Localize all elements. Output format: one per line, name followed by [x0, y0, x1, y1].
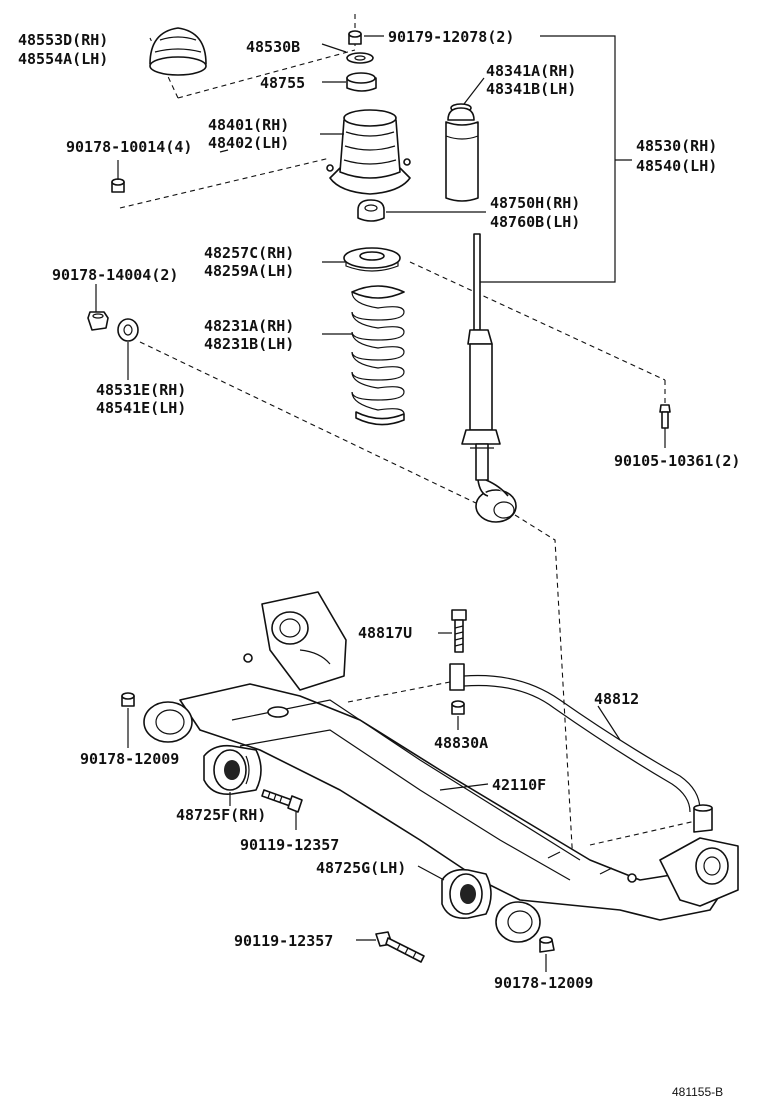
figure-code: 481155-B — [672, 1085, 723, 1099]
label-shock-assy-rh: 48530(RH) — [636, 137, 717, 155]
beam-nut-right — [539, 936, 555, 953]
label-beam-nut-left: 90178-12009 — [80, 750, 179, 768]
mount-nut — [111, 178, 125, 193]
label-bolt-shock: 90105-10361(2) — [614, 452, 740, 470]
label-bolt-bushing-1: 90119-12357 — [240, 836, 339, 854]
bound-stopper — [445, 103, 479, 202]
label-bound-stopper-rh: 48341A(RH) — [486, 62, 576, 80]
label-nut-stabilizer: 48830A — [434, 734, 488, 752]
label-support-assy: 48530B — [246, 38, 300, 56]
cushion — [357, 199, 385, 222]
bushing-lh — [441, 868, 492, 920]
label-bolt-bushing-2: 90119-12357 — [234, 932, 333, 950]
stabilizer-bar — [449, 663, 713, 833]
label-coil-spring-rh: 48231A(RH) — [204, 317, 294, 335]
label-bushing-lh: 48725G(LH) — [316, 859, 406, 877]
upper-spring-seat — [326, 109, 411, 195]
leader-lines — [95, 35, 621, 972]
label-spring-seat-rh: 48401(RH) — [208, 116, 289, 134]
part-labels: 48553D(RH) 48554A(LH) 48530B 90179-12078… — [18, 28, 740, 1099]
upper-nut — [348, 30, 362, 45]
label-beam-nut-right: 90178-12009 — [494, 974, 593, 992]
label-insulator-rh: 48257C(RH) — [204, 244, 294, 262]
shock-lower-bolt — [659, 404, 671, 448]
label-bump-stop-cap-lh: 48554A(LH) — [18, 50, 108, 68]
bump-stop-cap — [149, 27, 207, 76]
assembly-bracket — [478, 35, 632, 283]
label-cushion-lh: 48760B(LH) — [490, 213, 580, 231]
lower-nut — [87, 311, 109, 331]
label-washer-lh: 48541E(LH) — [96, 399, 186, 417]
bushing-bolt-1 — [261, 789, 303, 813]
coil-spring — [351, 285, 405, 426]
stabilizer-bolt — [451, 609, 467, 653]
label-bump-stop-cap-rh: 48553D(RH) — [18, 31, 108, 49]
spring-insulator — [343, 247, 401, 272]
label-nut-upper: 90179-12078(2) — [388, 28, 514, 46]
stabilizer-nut — [451, 700, 465, 715]
label-shock-assy-lh: 48540(LH) — [636, 157, 717, 175]
beam-nut-left — [121, 692, 135, 707]
label-bushing-rh: 48725F(RH) — [176, 806, 266, 824]
label-spring-seat-lh: 48402(LH) — [208, 134, 289, 152]
label-cushion-rh: 48750H(RH) — [490, 194, 580, 212]
retainer — [346, 72, 377, 92]
label-bolt-stabilizer: 48817U — [358, 624, 412, 642]
label-axle-beam: 42110F — [492, 776, 546, 794]
label-stabilizer-bar: 48812 — [594, 690, 639, 708]
shock-absorber — [461, 233, 517, 523]
lower-washer — [117, 318, 139, 342]
label-coil-spring-lh: 48231B(LH) — [204, 335, 294, 353]
support-washer — [346, 52, 374, 64]
label-bound-stopper-lh: 48341B(LH) — [486, 80, 576, 98]
axle-beam — [143, 591, 739, 943]
bushing-rh — [203, 744, 262, 796]
bushing-bolt-2 — [375, 931, 425, 963]
label-retainer: 48755 — [260, 74, 305, 92]
label-nut-mount: 90178-10014(4) — [66, 138, 192, 156]
label-nut-lower: 90178-14004(2) — [52, 266, 178, 284]
label-washer-rh: 48531E(RH) — [96, 381, 186, 399]
label-insulator-lh: 48259A(LH) — [204, 262, 294, 280]
